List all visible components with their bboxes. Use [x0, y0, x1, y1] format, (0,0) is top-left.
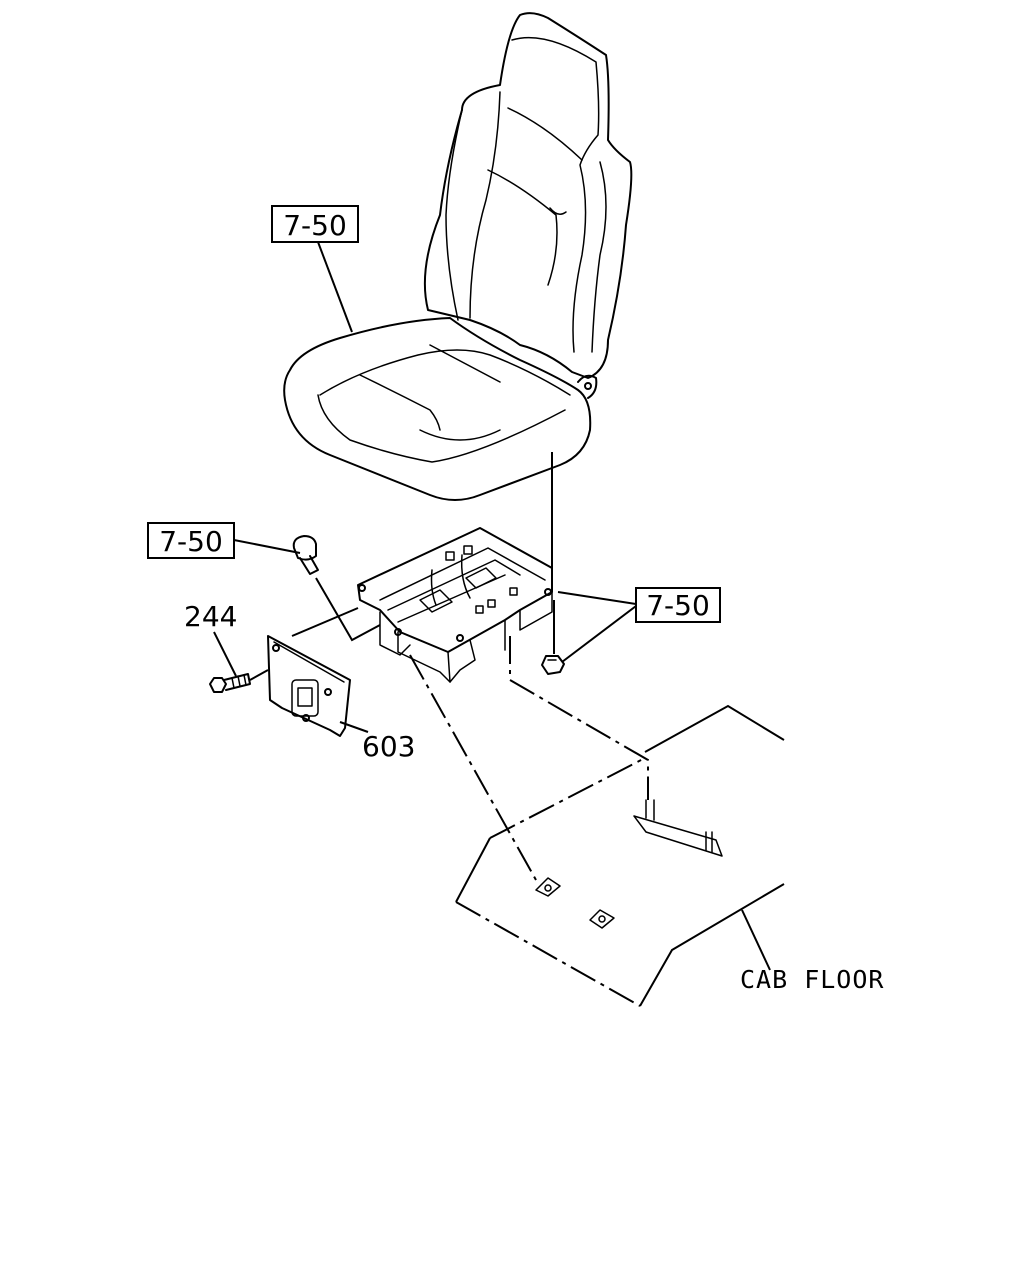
nut-ref-leader-a — [557, 591, 637, 605]
cover-bolt[interactable] — [209, 673, 251, 693]
seat-ref-leader — [317, 241, 353, 333]
nut-ref-leader-b — [561, 605, 637, 663]
seat-assembly[interactable] — [283, 12, 633, 501]
cover-guide-line — [291, 607, 359, 637]
frame-floor-guide-b — [509, 636, 649, 800]
cover-part-number: 603 — [362, 730, 415, 763]
nut-ref-label: 7-50 — [635, 587, 721, 623]
bolt-part-number: 244 — [184, 600, 237, 633]
cover-part-leader — [339, 721, 369, 733]
seat-frame[interactable] — [357, 527, 553, 683]
bolt-ref-leader — [233, 539, 301, 554]
nut-ref-text: 7-50 — [646, 589, 710, 622]
cover-bolt-guide — [249, 669, 269, 681]
cab-floor-label: CAB FLOOR — [740, 965, 884, 994]
bolt-ref-text: 7-50 — [159, 525, 223, 558]
seat-ref-text: 7-50 — [283, 209, 347, 242]
bolt-part-leader — [213, 631, 237, 677]
mount-bolt[interactable] — [292, 535, 319, 575]
seat-ref-label: 7-50 — [271, 205, 359, 243]
mount-nut[interactable] — [541, 655, 565, 675]
bolt-guide-line — [315, 577, 381, 642]
cab-floor-leader — [741, 909, 771, 971]
bolt-ref-label: 7-50 — [147, 522, 235, 559]
side-cover[interactable] — [267, 635, 351, 737]
cab-floor — [455, 704, 785, 1007]
frame-floor-guide-a — [409, 654, 537, 881]
